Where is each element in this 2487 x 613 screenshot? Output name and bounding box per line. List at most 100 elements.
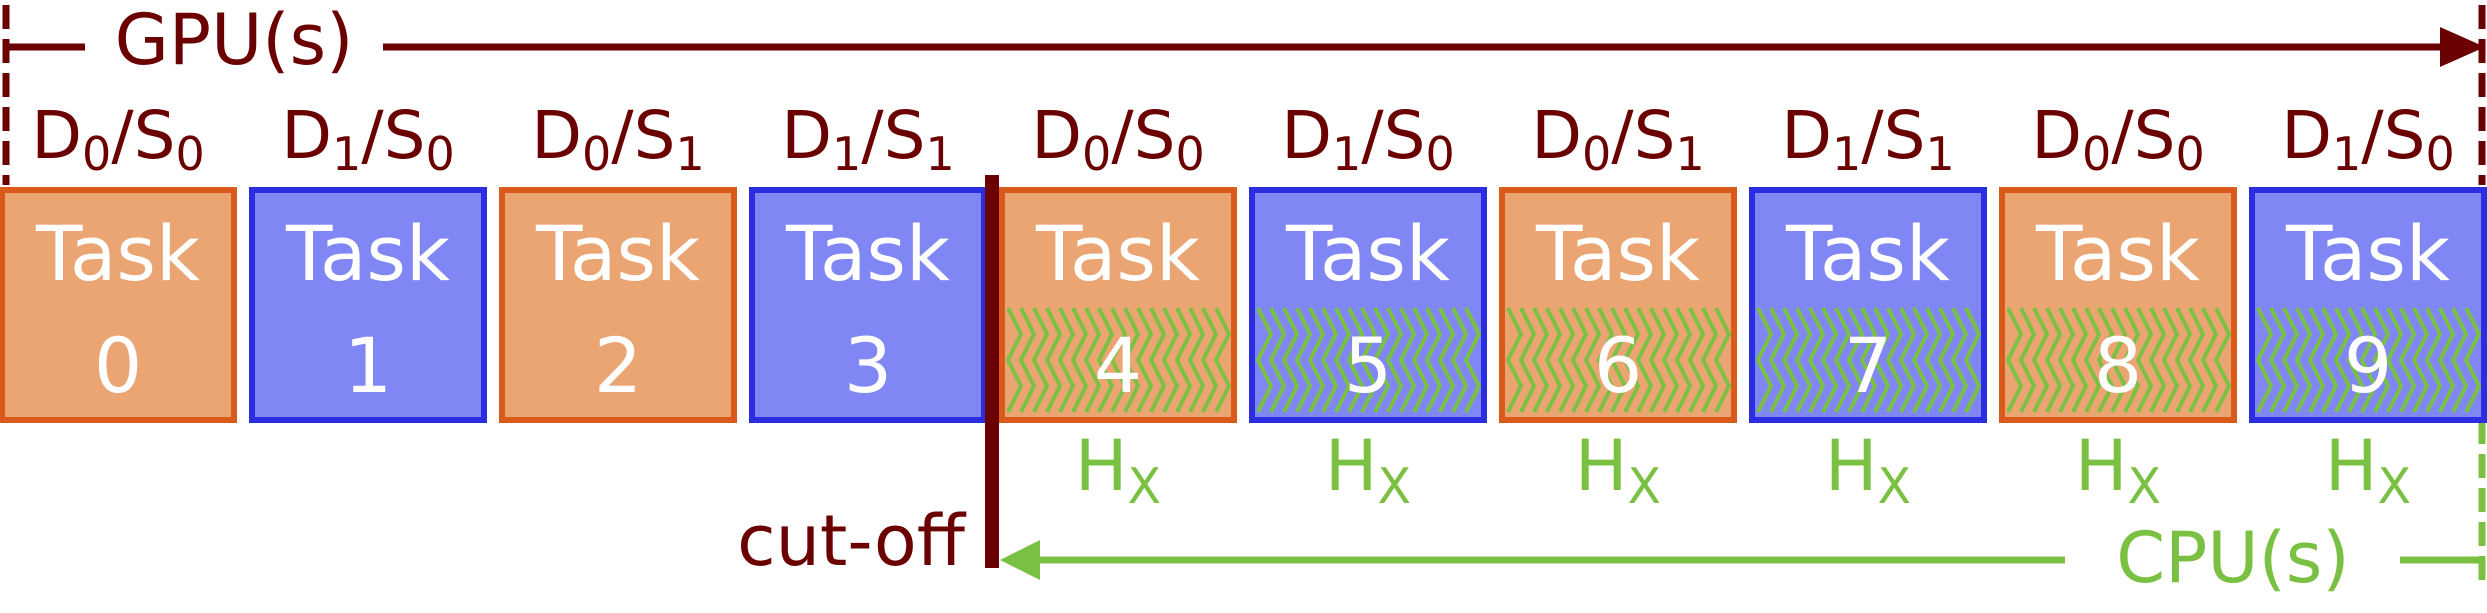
- hatch-line: [2148, 307, 2167, 413]
- hatch-line: [1807, 307, 1826, 413]
- host-label: HX: [1575, 425, 1661, 515]
- hatch-line: [2424, 307, 2443, 413]
- hatch-line: [2057, 307, 2076, 413]
- hatch-line: [2083, 307, 2102, 413]
- hatch-line: [2385, 307, 2404, 413]
- task-box: [749, 187, 987, 423]
- hatch-line: [1700, 307, 1719, 413]
- hatch-line: [1924, 307, 1943, 413]
- hatch-line: [1648, 307, 1667, 413]
- hatch-line: [1450, 307, 1469, 413]
- hatch-line: [1307, 307, 1326, 413]
- hatch-line: [2122, 307, 2141, 413]
- hatch-line: [1505, 307, 1524, 413]
- hatch-line: [1544, 307, 1563, 413]
- hatch-line: [1161, 307, 1180, 413]
- task-assignment-label: D1/S1: [1781, 97, 1955, 181]
- hatch-line: [1148, 307, 1167, 413]
- hatch-line: [1898, 307, 1917, 413]
- task-word: Task: [2285, 209, 2450, 298]
- host-label: HX: [1825, 425, 1911, 515]
- hatch-line: [1031, 307, 1050, 413]
- hatch-line: [1268, 307, 1287, 413]
- hatch-line: [1411, 307, 1430, 413]
- hatch-line: [2450, 307, 2469, 413]
- hatch-line: [2307, 307, 2326, 413]
- hatch-line: [2372, 307, 2391, 413]
- hatch-line: [1846, 307, 1865, 413]
- hatch-line: [1398, 307, 1417, 413]
- hatch-line: [2398, 307, 2417, 413]
- hatch-line: [1518, 307, 1537, 413]
- cpu-hatch: [1755, 307, 1982, 413]
- hatch-line: [2018, 307, 2037, 413]
- cpu-hatch: [1255, 307, 1482, 413]
- hatch-line: [1609, 307, 1628, 413]
- hatch-line: [1109, 307, 1128, 413]
- hatch-line: [1885, 307, 1904, 413]
- task-assignment-label: D1/S0: [2281, 97, 2455, 181]
- hatch-line: [1583, 307, 1602, 413]
- hatch-line: [1781, 307, 1800, 413]
- task-number: 4: [1094, 321, 1142, 410]
- task-box: [1249, 187, 1487, 423]
- cpu-hatch: [1505, 307, 1732, 413]
- hatch-line: [2411, 307, 2430, 413]
- cutoff-marker: cut-off: [737, 175, 999, 582]
- hatch-line: [1359, 307, 1378, 413]
- task-number: 9: [2344, 321, 2392, 410]
- hatch-line: [1294, 307, 1313, 413]
- hatch-line: [2200, 307, 2219, 413]
- hatch-line: [1872, 307, 1891, 413]
- hatch-line: [2187, 307, 2206, 413]
- cpu-timeline: CPU(s): [1000, 517, 2482, 599]
- hatch-line: [1122, 307, 1141, 413]
- hatch-line: [2005, 307, 2024, 413]
- task-number: 6: [1594, 321, 1642, 410]
- hatch-line: [2161, 307, 2180, 413]
- hatch-line: [1005, 307, 1024, 413]
- cpu-hatch: [2255, 307, 2482, 413]
- cpu-arrowhead: [1000, 540, 1040, 580]
- hatch-line: [2346, 307, 2365, 413]
- hatch-line: [1135, 307, 1154, 413]
- task-word: Task: [1785, 209, 1950, 298]
- task-word: Task: [2035, 209, 2200, 298]
- hatch-line: [1794, 307, 1813, 413]
- gpu-label: GPU(s): [115, 0, 354, 81]
- task-number: 0: [94, 321, 142, 410]
- hatch-line: [2096, 307, 2115, 413]
- hatch-line: [1596, 307, 1615, 413]
- task-assignment-label: D0/S0: [1031, 97, 1205, 181]
- task-number: 5: [1344, 321, 1392, 410]
- task-word: Task: [285, 209, 450, 298]
- hatch-line: [1859, 307, 1878, 413]
- hatch-line: [2437, 307, 2456, 413]
- hatch-line: [2174, 307, 2193, 413]
- hatch-line: [1200, 307, 1219, 413]
- hatch-line: [1950, 307, 1969, 413]
- hatch-line: [1385, 307, 1404, 413]
- task-assignment-label: D1/S1: [781, 97, 955, 181]
- task-number: 8: [2094, 321, 2142, 410]
- gpu-timeline: GPU(s): [8, 0, 2485, 81]
- task-word: Task: [1035, 209, 1200, 298]
- task-number: 3: [844, 321, 892, 410]
- task-word: Task: [35, 209, 200, 298]
- task-box: [499, 187, 737, 423]
- hatch-line: [1187, 307, 1206, 413]
- hatch-line: [1174, 307, 1193, 413]
- hatch-line: [2070, 307, 2089, 413]
- host-label: HX: [1075, 425, 1161, 515]
- hatch-line: [1674, 307, 1693, 413]
- hatch-line: [2255, 307, 2274, 413]
- hatch-line: [1911, 307, 1930, 413]
- cpu-label: CPU(s): [2116, 517, 2349, 599]
